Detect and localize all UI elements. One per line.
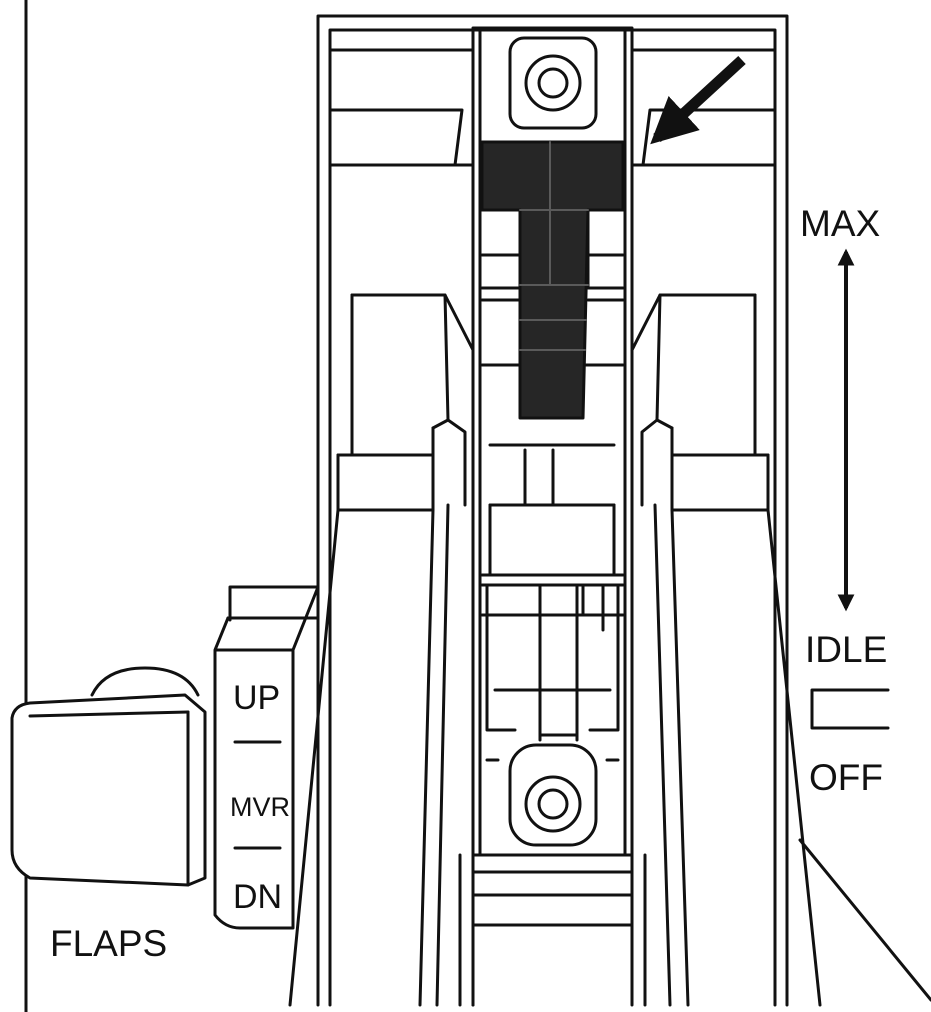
top-pivot xyxy=(508,36,598,130)
flap-mvr-label: MVR xyxy=(230,792,290,822)
lever-slot xyxy=(458,26,647,1007)
left-thrust-lever xyxy=(288,293,475,1007)
flap-lever-knob[interactable] xyxy=(10,666,207,887)
bottom-pivot xyxy=(508,733,598,847)
arrow-down-left-icon xyxy=(650,55,746,145)
max-label: MAX xyxy=(800,203,880,244)
console-wedge xyxy=(798,838,931,1002)
off-label: OFF xyxy=(809,757,883,798)
flap-selector xyxy=(213,585,320,930)
thrust-lever-handle[interactable] xyxy=(480,140,625,420)
idle-off-step-icon xyxy=(810,688,890,730)
right-thrust-lever xyxy=(630,293,822,1007)
flap-dn-label: DN xyxy=(233,878,282,916)
quadrant-housing xyxy=(316,14,789,1007)
idle-label: IDLE xyxy=(805,629,887,670)
flap-up-label: UP xyxy=(233,679,280,717)
flaps-label: FLAPS xyxy=(50,923,167,964)
